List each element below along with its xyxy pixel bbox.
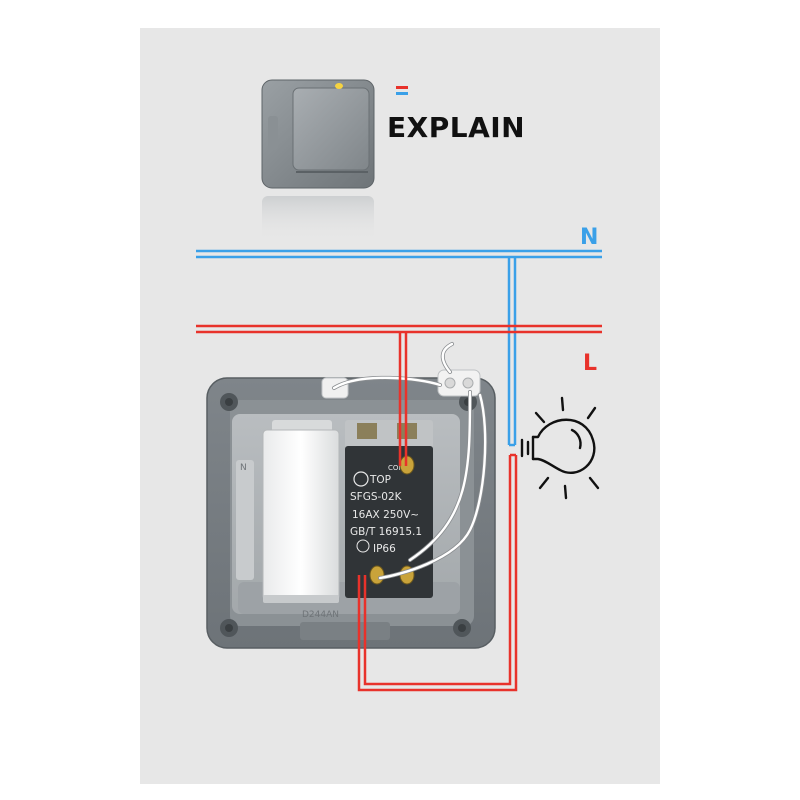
light-bulb-icon: [520, 396, 600, 500]
module-standard: GB/T 16915.1: [350, 526, 422, 538]
module-rating: 16AX 250V~: [352, 509, 419, 521]
live-wiring: [357, 332, 518, 692]
live-label: L: [583, 351, 597, 376]
live-line: [196, 324, 602, 334]
heading-explain: EXPLAIN: [387, 111, 525, 144]
housing-code: D244AN: [302, 610, 339, 620]
neutral-label: N: [580, 225, 598, 250]
module-brand-mark: TOP: [369, 474, 391, 486]
module-com-label: COM: [388, 464, 404, 472]
module-ip-rating: IP66: [373, 543, 396, 555]
internal-wires: [332, 342, 488, 580]
module-model: SFGS-02K: [350, 491, 403, 503]
color-flag-icon: [396, 86, 408, 95]
neutral-line: [196, 249, 602, 447]
rocker-button: [262, 420, 340, 603]
housing-mark: N: [240, 463, 247, 473]
switch-product-icon: [261, 79, 375, 242]
switch-module: TOP COM SFGS-02K 16AX 250V~ GB/T 16915.1…: [345, 420, 433, 598]
